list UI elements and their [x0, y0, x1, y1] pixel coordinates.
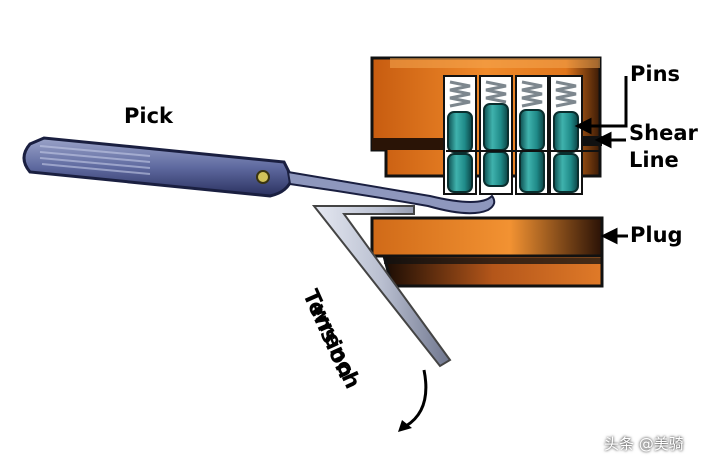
- lock-pick: [22, 136, 496, 215]
- line-label: Line: [629, 148, 679, 172]
- driver-pins: [447, 103, 579, 153]
- watermark-text: 头条 @美骑: [604, 435, 684, 453]
- springs: [449, 80, 577, 108]
- shear-label: Shear: [629, 121, 698, 145]
- plug-label: Plug: [630, 223, 683, 247]
- lock-plug: [370, 216, 604, 288]
- pins-label: Pins: [630, 62, 681, 86]
- rotation-arrow-icon: [398, 369, 428, 432]
- tension-wrench: [311, 205, 452, 368]
- label-arrows: [574, 76, 628, 245]
- pick-label: Pick: [124, 104, 174, 128]
